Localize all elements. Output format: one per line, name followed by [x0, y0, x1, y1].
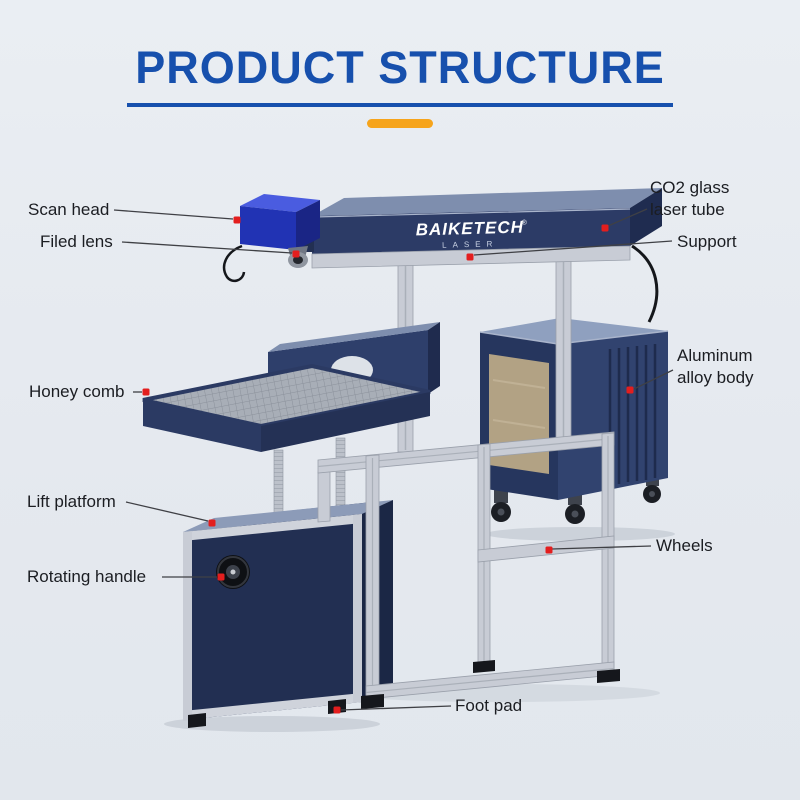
brand-registered-mark: ® — [522, 218, 528, 226]
label-aluminum-alloy-body: Aluminum alloy body — [677, 346, 754, 388]
scan-head-cable — [222, 244, 246, 283]
label-filed-lens: Filed lens — [40, 232, 113, 251]
marker-foot-pad — [333, 706, 341, 714]
laser-tube-beam-graphic: BAIKETECH ® LASER — [311, 188, 662, 269]
brand-logo: BAIKETECH ® LASER — [415, 218, 528, 250]
label-support: Support — [677, 232, 737, 251]
frame-graphic — [317, 431, 620, 709]
leader-wheels — [551, 545, 652, 550]
leader-aluminum-body — [633, 369, 674, 390]
label-wheels: Wheels — [656, 536, 713, 555]
leader-foot-pad — [340, 705, 452, 711]
marker-rotating-handle — [217, 573, 225, 581]
rotating-handle-graphic — [216, 555, 250, 589]
header: PRODUCT STRUCTURE — [0, 42, 800, 128]
leader-filed-lens — [121, 241, 293, 254]
marker-wheels — [545, 546, 553, 554]
leader-scan-head — [113, 209, 234, 220]
power-cable — [631, 244, 659, 323]
brand-subtitle-text: LASER — [442, 239, 498, 249]
label-foot-pad: Foot pad — [455, 696, 523, 715]
label-honey-comb: Honey comb — [29, 382, 125, 401]
aluminum-alloy-body-graphic — [479, 318, 669, 524]
marker-aluminum-body — [626, 386, 634, 394]
leader-lines — [113, 208, 674, 711]
label-rotating-handle: Rotating handle — [27, 567, 147, 586]
scan-head-graphic — [222, 194, 320, 283]
vent-slots — [608, 344, 657, 486]
lift-cabinet-graphic — [183, 500, 393, 728]
leader-support — [473, 240, 673, 256]
honeycomb-table-graphic — [142, 322, 440, 452]
marker-honey-comb — [142, 388, 150, 396]
label-lift-platform: Lift platform — [27, 492, 116, 511]
marker-scan-head — [233, 216, 241, 224]
part-markers — [142, 216, 634, 714]
frame-foot-pads-graphic — [361, 660, 620, 709]
marker-support — [466, 253, 474, 261]
label-co2-glass-laser-tube: CO2 glass laser tube — [650, 178, 730, 220]
page-title: PRODUCT STRUCTURE — [127, 42, 673, 107]
marker-co2-laser-tube — [601, 224, 609, 232]
leader-lift-platform — [125, 501, 209, 522]
brand-text: BAIKETECH — [415, 218, 524, 240]
marker-filed-lens — [292, 250, 300, 258]
leader-co2-laser-tube — [607, 208, 648, 227]
wheels-graphic — [491, 474, 661, 524]
accent-bar — [367, 119, 433, 128]
label-scan-head: Scan head — [28, 200, 110, 219]
marker-lift-platform — [208, 519, 216, 527]
